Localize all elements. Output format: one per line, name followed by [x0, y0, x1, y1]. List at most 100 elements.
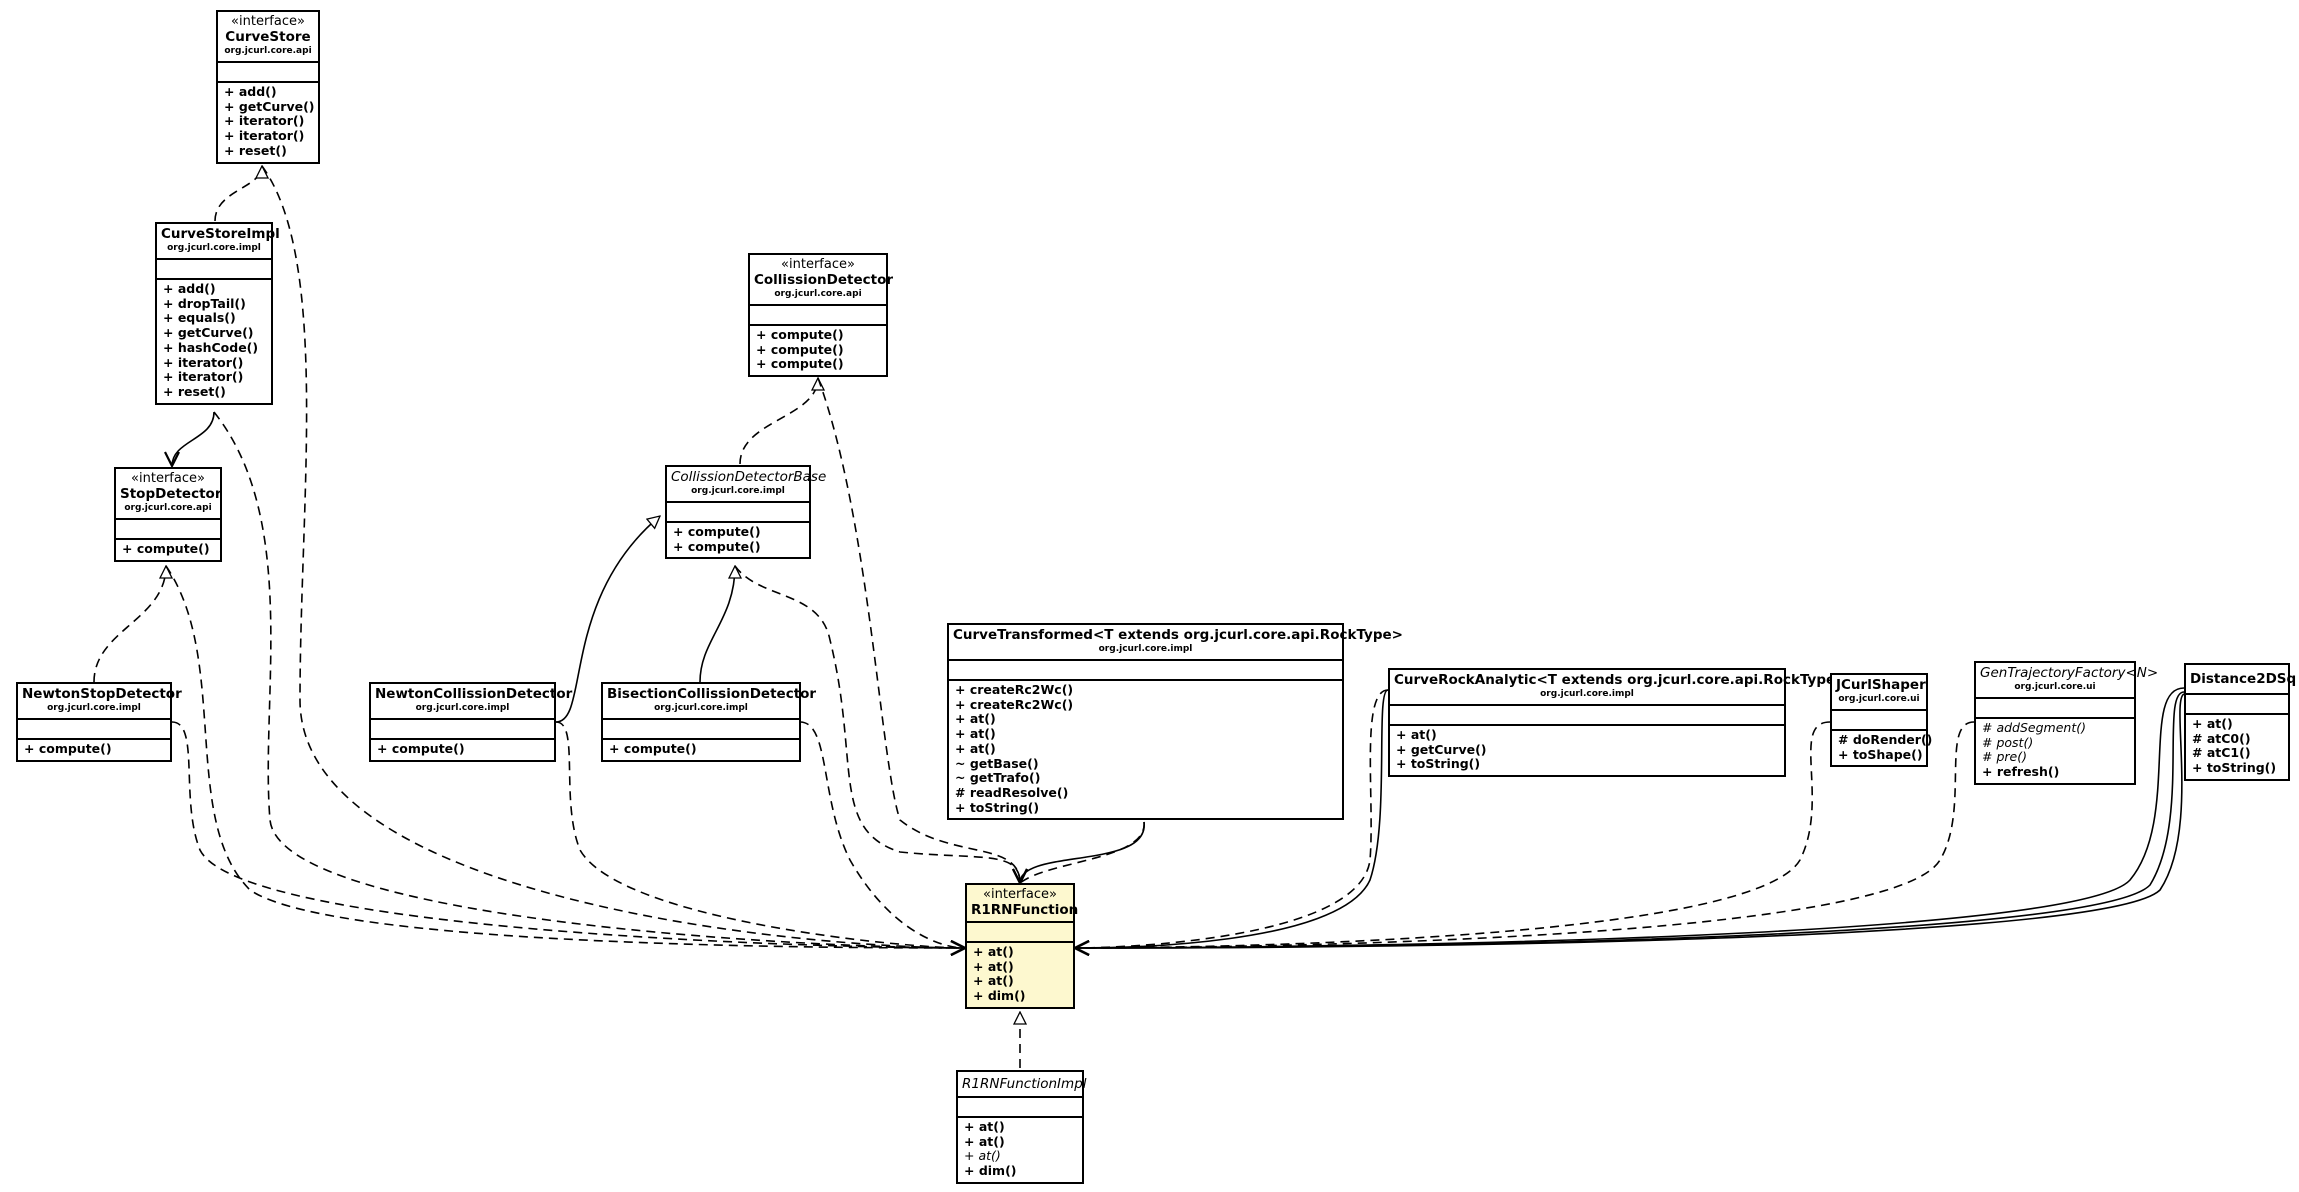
class-header: CurveTransformed<T extends org.jcurl.cor…	[949, 625, 1403, 661]
attributes-compartment	[958, 1098, 1082, 1118]
operations-compartment: + compute() + compute()	[667, 523, 809, 557]
class-curvestoreimpl[interactable]: CurveStoreImpl org.jcurl.core.impl + add…	[155, 222, 280, 405]
edge-collissiondetector-to-r1rn	[817, 377, 1020, 883]
class-header: JCurlShaper org.jcurl.core.ui	[1832, 675, 1926, 711]
operation: + toShape()	[1838, 746, 1923, 762]
operation: # atC0()	[2192, 730, 2251, 746]
class-header: Distance2DSq	[2186, 665, 2296, 695]
operation: + toString()	[2192, 760, 2277, 776]
operation: + getCurve()	[1396, 741, 1487, 757]
attributes-compartment	[1976, 699, 2134, 719]
attributes-compartment	[750, 306, 886, 326]
edge-curverockanalytic-to-r1rn	[1075, 689, 1389, 948]
edge-jcurlshaper-to-r1rn	[1075, 721, 1831, 948]
class-r1rnfunction[interactable]: «interface» R1RNFunction + at() + at() +…	[965, 883, 1079, 1009]
class-jcurlshaper[interactable]: JCurlShaper org.jcurl.core.ui # doRender…	[1830, 673, 1932, 768]
operation: + hashCode()	[163, 339, 259, 355]
operation: + compute()	[756, 356, 844, 372]
attributes-compartment	[18, 720, 170, 740]
operations-compartment: + createRc2Wc() + createRc2Wc() + at() +…	[949, 681, 1342, 818]
operation: + compute()	[756, 341, 844, 357]
edge-collissiondetectorbase-to-r1rn	[734, 565, 1020, 883]
package-name: org.jcurl.core.ui	[1838, 694, 1920, 704]
edge-curvestore-to-r1rn	[261, 165, 965, 948]
operation: # readResolve()	[955, 784, 1069, 800]
class-distance2dsq[interactable]: Distance2DSq + at() # atC0() # atC1() + …	[2184, 663, 2296, 781]
class-newtoncollissiondetector[interactable]: NewtonCollissionDetector org.jcurl.core.…	[369, 682, 573, 762]
package-name: org.jcurl.core.api	[224, 46, 312, 56]
package-name: org.jcurl.core.impl	[691, 486, 785, 496]
operation: + reset()	[163, 383, 226, 399]
edge-stopdetector-to-r1rn	[165, 565, 965, 948]
class-r1rnfunctionimpl[interactable]: R1RNFunctionImpl + at() + at() + at() + …	[956, 1070, 1087, 1184]
edge-newtonstopdetector-realizes-stopdetector	[93, 566, 166, 683]
package-name: org.jcurl.core.impl	[1098, 644, 1193, 654]
class-name: R1RNFunction	[971, 902, 1079, 918]
class-header: CollissionDetectorBase org.jcurl.core.im…	[667, 467, 827, 503]
operations-compartment: + add() + dropTail() + equals() + getCur…	[157, 280, 271, 403]
operation: # addSegment()	[1982, 720, 2086, 735]
class-header: CurveRockAnalytic<T extends org.jcurl.co…	[1390, 670, 1846, 706]
class-gentrajectoryfactory[interactable]: GenTrajectoryFactory<N> org.jcurl.core.u…	[1974, 661, 2159, 785]
operation: + at()	[964, 1119, 1005, 1134]
class-stopdetector[interactable]: «interface» StopDetector org.jcurl.core.…	[114, 467, 222, 562]
operations-compartment: + compute()	[371, 740, 554, 760]
operations-compartment: + at() + at() + at() + dim()	[958, 1118, 1082, 1182]
edge-curvestoreimpl-realizes-curvestore	[214, 166, 262, 222]
operation: + at()	[955, 711, 996, 727]
package-name: org.jcurl.core.impl	[167, 243, 261, 253]
operation: + iterator()	[163, 354, 244, 370]
operations-compartment: + compute()	[603, 740, 799, 760]
operations-compartment: + compute() + compute() + compute()	[750, 326, 886, 375]
operation: + dropTail()	[163, 295, 246, 311]
class-header: CurveStoreImpl org.jcurl.core.impl	[157, 224, 280, 260]
attributes-compartment	[371, 720, 554, 740]
attributes-compartment	[218, 63, 318, 83]
operations-compartment: # addSegment() # post() # pre() + refres…	[1976, 719, 2134, 783]
class-collissiondetector[interactable]: «interface» CollissionDetector org.jcurl…	[748, 253, 893, 378]
package-name: org.jcurl.core.impl	[47, 703, 141, 713]
edge-curvestoreimpl-to-stopdetector	[172, 411, 215, 466]
class-collissiondetectorbase[interactable]: CollissionDetectorBase org.jcurl.core.im…	[665, 465, 827, 560]
package-name: org.jcurl.core.api	[124, 503, 212, 513]
operations-compartment: + compute()	[116, 540, 220, 560]
edge-distance2dsq-c-to-r1rn	[1075, 693, 2185, 948]
operation: + at()	[2192, 716, 2233, 731]
operation: + at()	[964, 1148, 1001, 1164]
edge-curvestoreimpl-to-r1rn	[213, 411, 965, 948]
class-name: CurveStoreImpl	[161, 226, 280, 242]
attributes-compartment	[1390, 706, 1784, 726]
operation: + at()	[964, 1133, 1005, 1149]
class-header: NewtonStopDetector org.jcurl.core.impl	[18, 684, 182, 720]
operation: + at()	[955, 726, 996, 742]
stereotype-label: «interface»	[231, 14, 305, 29]
attributes-compartment	[116, 520, 220, 540]
edge-newtoncollission-to-r1rn	[555, 721, 965, 948]
class-curverockanalytic[interactable]: CurveRockAnalytic<T extends org.jcurl.co…	[1388, 668, 1846, 778]
operation: + equals()	[163, 310, 236, 326]
operations-compartment: # doRender() + toShape()	[1832, 731, 1932, 765]
class-curvestore[interactable]: «interface» CurveStore org.jcurl.core.ap…	[216, 10, 320, 164]
package-name: org.jcurl.core.impl	[654, 703, 748, 713]
operations-compartment: + add() + getCurve() + iterator() + iter…	[218, 83, 318, 162]
operation: + dim()	[973, 988, 1026, 1004]
edge-bisectioncollission-to-r1rn	[799, 721, 965, 948]
class-header: R1RNFunctionImpl	[958, 1072, 1087, 1098]
operation: + createRc2Wc()	[955, 682, 1074, 697]
attributes-compartment	[2186, 695, 2288, 715]
attributes-compartment	[1832, 711, 1926, 731]
operation: + compute()	[24, 741, 112, 756]
class-bisectioncollissiondetector[interactable]: BisectionCollissionDetector org.jcurl.co…	[601, 682, 816, 762]
operation: + add()	[224, 84, 277, 99]
operation: ~ getTrafo()	[955, 770, 1041, 786]
class-name: CollissionDetectorBase	[671, 469, 827, 485]
attributes-compartment	[949, 661, 1342, 681]
class-name: GenTrajectoryFactory<N>	[1980, 665, 2159, 681]
operation: # pre()	[1982, 749, 2027, 765]
class-curvetransformed[interactable]: CurveTransformed<T extends org.jcurl.cor…	[947, 623, 1403, 821]
operations-compartment: + at() # atC0() # atC1() + toString()	[2186, 715, 2288, 779]
class-newtonstopdetector[interactable]: NewtonStopDetector org.jcurl.core.impl +…	[16, 682, 182, 762]
class-name: NewtonCollissionDetector	[375, 686, 573, 702]
operation: + compute()	[673, 524, 761, 539]
